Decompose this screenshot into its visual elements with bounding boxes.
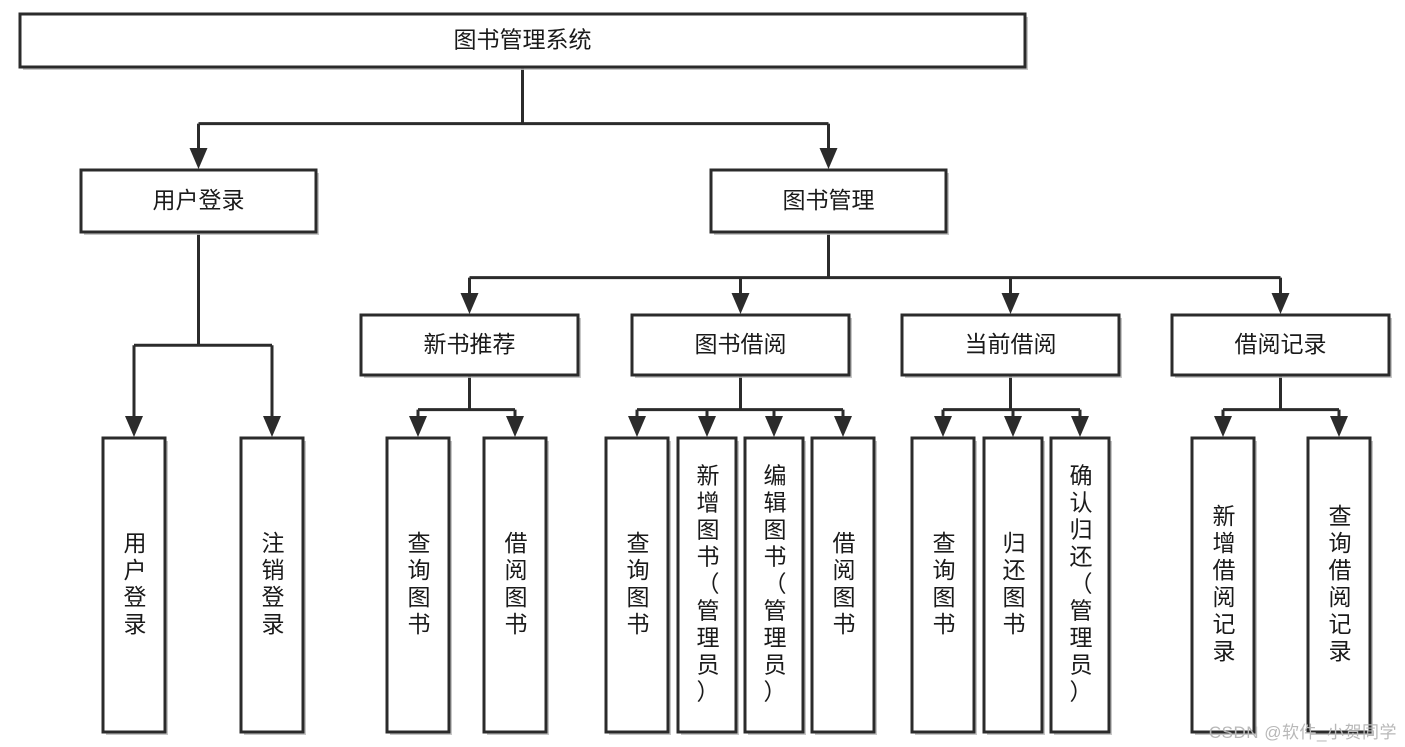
arrow-head-icon — [698, 416, 716, 437]
arrow-head-icon — [834, 416, 852, 437]
edge-group-records — [1214, 375, 1348, 437]
edges-layer — [125, 67, 1348, 437]
arrow-head-icon — [765, 416, 783, 437]
node-label: 图书管理 — [783, 187, 875, 213]
node-label: 借阅记录 — [1235, 331, 1327, 357]
arrow-head-icon — [1330, 416, 1348, 437]
arrow-head-icon — [1071, 416, 1089, 437]
arrow-head-icon — [819, 148, 838, 169]
edge-group-root — [189, 67, 838, 169]
node-label: 图书借阅 — [695, 331, 787, 357]
node-current[interactable]: 当前借阅 — [900, 313, 1122, 378]
arrow-head-icon — [1004, 416, 1022, 437]
arrow-head-icon — [1271, 293, 1290, 314]
node-l-confirm[interactable]: 确认归还（管理员） — [1049, 436, 1112, 735]
node-l-borrow2[interactable]: 借阅图书 — [810, 436, 877, 735]
node-l-addrec[interactable]: 新增借阅记录 — [1190, 436, 1257, 735]
node-label: 编辑图书（管理员） — [764, 463, 787, 705]
arrow-head-icon — [409, 416, 427, 437]
node-l-logout[interactable]: 注销登录 — [239, 436, 306, 735]
node-records[interactable]: 借阅记录 — [1170, 313, 1392, 378]
node-l-query2[interactable]: 查询图书 — [604, 436, 671, 735]
node-label: 新增图书（管理员） — [697, 463, 720, 705]
arrow-head-icon — [189, 148, 208, 169]
node-borrow[interactable]: 图书借阅 — [630, 313, 852, 378]
node-label: 借阅图书 — [833, 530, 856, 637]
node-l-borrow1[interactable]: 借阅图书 — [482, 436, 549, 735]
node-label: 确认归还（管理员） — [1070, 463, 1093, 705]
node-label: 归还图书 — [1003, 530, 1026, 637]
node-l-queryrec[interactable]: 查询借阅记录 — [1306, 436, 1373, 735]
arrow-head-icon — [1001, 293, 1020, 314]
arrow-head-icon — [263, 416, 281, 437]
node-l-add[interactable]: 新增图书（管理员） — [676, 436, 739, 735]
node-l-query1[interactable]: 查询图书 — [385, 436, 452, 735]
node-label: 用户登录 — [124, 530, 147, 637]
arrow-head-icon — [506, 416, 524, 437]
node-label: 用户登录 — [153, 187, 245, 213]
node-label: 注销登录 — [262, 530, 285, 637]
node-label: 新增借阅记录 — [1213, 503, 1236, 664]
node-label: 查询借阅记录 — [1329, 503, 1352, 664]
node-l-return[interactable]: 归还图书 — [982, 436, 1045, 735]
node-label: 查询图书 — [627, 530, 650, 637]
node-label: 当前借阅 — [965, 331, 1057, 357]
edge-group-newbook — [409, 375, 524, 437]
arrow-head-icon — [731, 293, 750, 314]
node-label: 图书管理系统 — [454, 27, 592, 53]
node-l-edit[interactable]: 编辑图书（管理员） — [743, 436, 806, 735]
edge-group-login — [125, 232, 281, 437]
arrow-head-icon — [934, 416, 952, 437]
arrow-head-icon — [460, 293, 479, 314]
node-l-query3[interactable]: 查询图书 — [910, 436, 977, 735]
edge-group-borrow — [628, 375, 852, 437]
arrow-head-icon — [628, 416, 646, 437]
node-l-login[interactable]: 用户登录 — [101, 436, 168, 735]
edge-group-current — [934, 375, 1089, 437]
node-bookmgmt[interactable]: 图书管理 — [709, 168, 949, 235]
arrow-head-icon — [125, 416, 143, 437]
nodes-layer: 图书管理系统用户登录图书管理新书推荐图书借阅当前借阅借阅记录用户登录注销登录查询… — [18, 12, 1392, 735]
node-newbook[interactable]: 新书推荐 — [359, 313, 581, 378]
node-login[interactable]: 用户登录 — [79, 168, 319, 235]
node-label: 新书推荐 — [424, 331, 516, 357]
node-label: 查询图书 — [408, 530, 431, 637]
node-root[interactable]: 图书管理系统 — [18, 12, 1028, 70]
edge-group-bookmgmt — [460, 232, 1290, 314]
node-label: 借阅图书 — [505, 530, 528, 637]
node-label: 查询图书 — [933, 530, 956, 637]
arrow-head-icon — [1214, 416, 1232, 437]
